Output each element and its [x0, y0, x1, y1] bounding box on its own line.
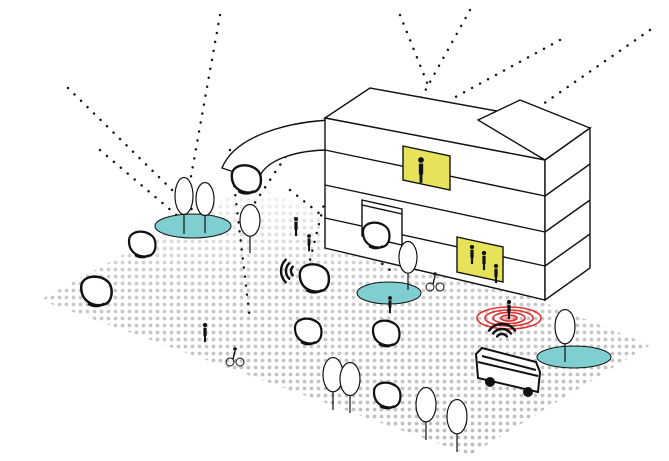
coverage-zone: [537, 346, 611, 368]
sensor-line: [68, 88, 215, 232]
sensor-line: [520, 30, 650, 120]
sensor-line: [450, 40, 560, 100]
sensor-line: [420, 10, 470, 100]
sensor-line: [400, 15, 430, 90]
autonomous-car-icon: [232, 165, 261, 193]
sensor-line: [185, 15, 220, 210]
coverage-zone: [155, 214, 231, 238]
